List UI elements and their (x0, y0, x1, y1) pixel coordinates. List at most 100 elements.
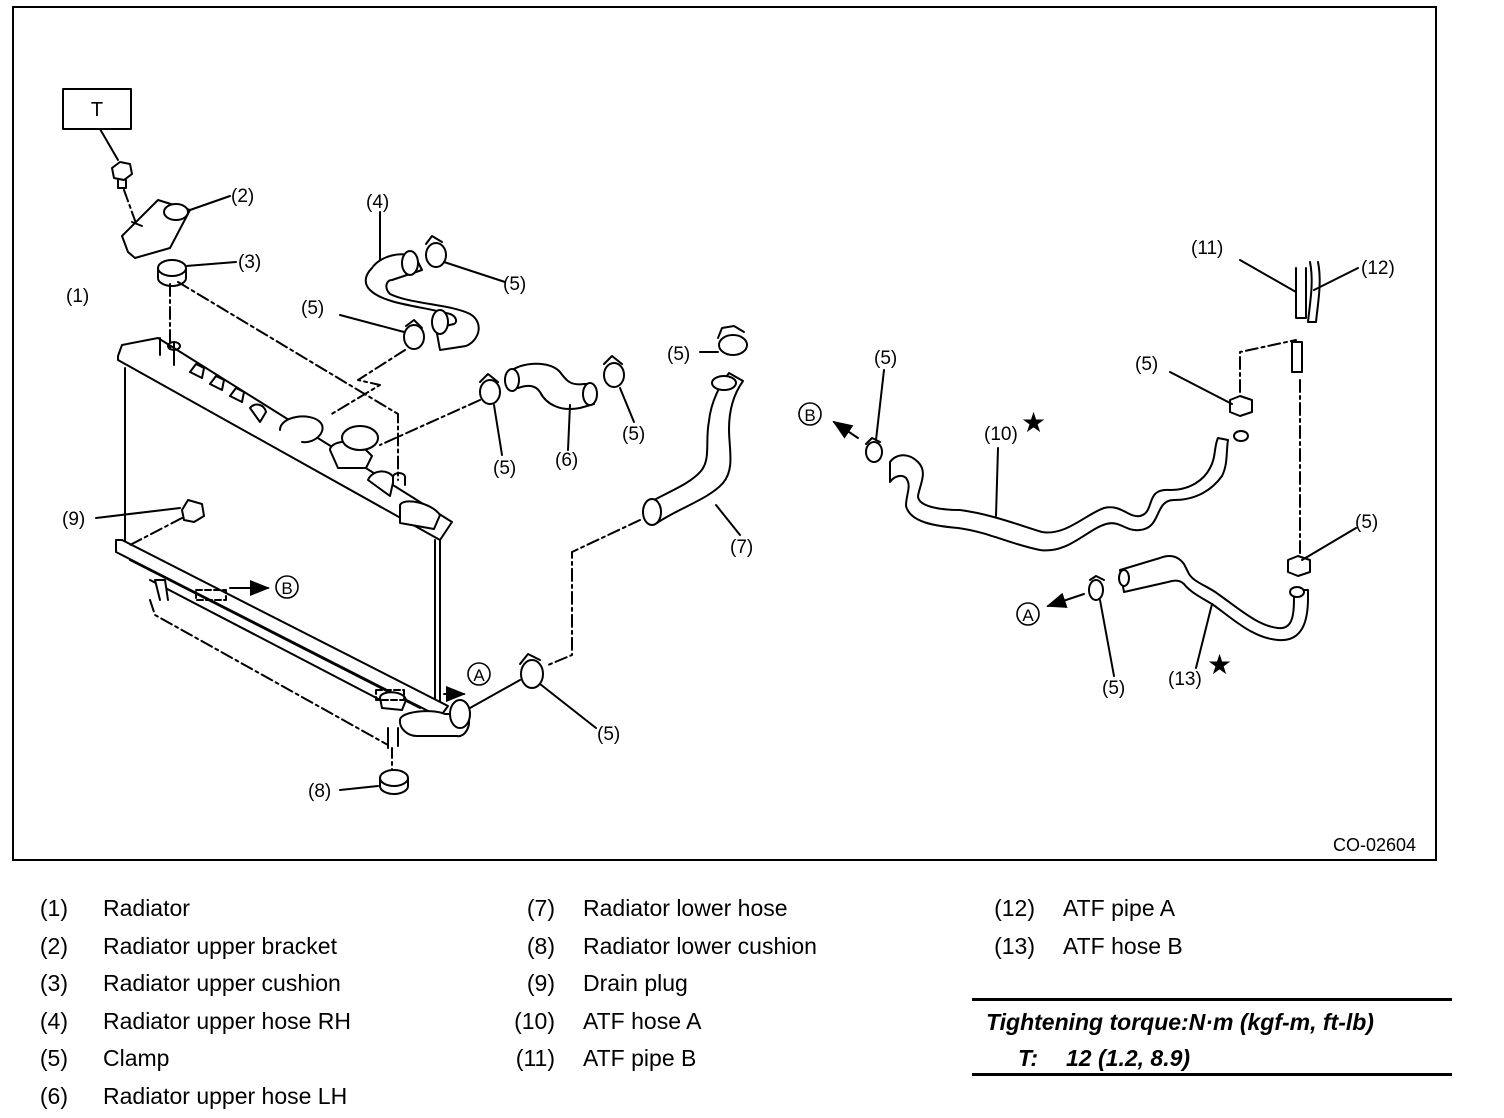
callout-13: (13) (1168, 669, 1202, 690)
legend-item: (10)ATF hose A (505, 1006, 555, 1044)
callout-5: (5) (874, 348, 897, 369)
legend-number: (3) (34, 968, 68, 998)
legend-label: Radiator upper hose LH (103, 1081, 347, 1111)
legend-item: (1)Radiator (34, 893, 68, 931)
legend-label: Radiator lower hose (583, 893, 788, 923)
legend-label: Radiator upper bracket (103, 931, 337, 961)
callout-5: (5) (493, 458, 516, 479)
legend-column-1: (1)Radiator (2)Radiator upper bracket (3… (34, 893, 68, 1118)
legend-label: ATF hose B (1063, 931, 1183, 961)
atf-hose-a (890, 431, 1248, 550)
radiator-upper-cushion (158, 260, 186, 286)
legend-number: (4) (34, 1006, 68, 1036)
legend-number: (6) (34, 1081, 68, 1111)
clamp (604, 356, 624, 387)
clamp (404, 320, 424, 349)
callout-1: (1) (66, 286, 89, 307)
legend-item: (7)Radiator lower hose (505, 893, 555, 931)
legend-number: (2) (34, 931, 68, 961)
atf-pipe-a (1308, 262, 1320, 322)
radiator-upper-bracket (122, 200, 190, 258)
connector-b-label: B (281, 579, 292, 598)
star-mark: ★ (1021, 407, 1046, 438)
callout-9: (9) (62, 509, 85, 530)
legend-item: (9)Drain plug (505, 968, 555, 1006)
callout-12: (12) (1361, 258, 1395, 279)
legend-label: ATF pipe B (583, 1043, 696, 1073)
callout-7: (7) (730, 537, 753, 558)
clamp (1089, 576, 1104, 600)
callout-5: (5) (597, 724, 620, 745)
figure-code: CO-02604 (1333, 835, 1416, 855)
legend-label: ATF hose A (583, 1006, 701, 1036)
legend-item: (12)ATF pipe A (985, 893, 1035, 931)
callout-5: (5) (667, 344, 690, 365)
radiator-lower-hose (643, 373, 743, 525)
legend-item: (3)Radiator upper cushion (34, 968, 68, 1006)
legend-number: (1) (34, 893, 68, 923)
legend-item: (4)Radiator upper hose RH (34, 1006, 68, 1044)
legend-label: Drain plug (583, 968, 688, 998)
clamp (1288, 556, 1310, 576)
exploded-view-diagram: T B A B A (1) (2) (3) (4) (5) (5) (5) (5… (0, 0, 1504, 870)
radiator-upper-hose-lh (505, 364, 597, 409)
legend-column-3: (12)ATF pipe A (13)ATF hose B (985, 893, 1035, 968)
clamp (718, 326, 747, 355)
connector-a-label: A (1022, 606, 1034, 625)
legend-label: ATF pipe A (1063, 893, 1175, 923)
star-mark: ★ (1207, 649, 1232, 680)
clamp (520, 654, 543, 688)
torque-value: 12 (1.2, 8.9) (1066, 1045, 1190, 1071)
clamp (426, 236, 446, 267)
legend-number: (12) (985, 893, 1035, 923)
connector-a-label: A (473, 666, 485, 685)
legend-number: (9) (505, 968, 555, 998)
callout-5: (5) (1355, 512, 1378, 533)
callout-8: (8) (308, 781, 331, 802)
legend-item: (11)ATF pipe B (505, 1043, 555, 1081)
drain-plug (182, 500, 204, 522)
legend-label: Clamp (103, 1043, 169, 1073)
callout-10: (10) (984, 424, 1018, 445)
callout-11: (11) (1191, 238, 1223, 259)
legend-number: (7) (505, 893, 555, 923)
legend-number: (8) (505, 931, 555, 961)
callout-5: (5) (301, 298, 324, 319)
legend-item: (8)Radiator lower cushion (505, 931, 555, 969)
torque-tag-label: T (91, 99, 103, 121)
legend-label: Radiator upper hose RH (103, 1006, 351, 1036)
clamp (1230, 396, 1252, 416)
callout-6: (6) (555, 450, 578, 471)
bracket-bolt (112, 162, 132, 188)
radiator-lower-cushion (380, 770, 408, 794)
legend-number: (11) (505, 1043, 555, 1073)
legend-item: (6)Radiator upper hose LH (34, 1081, 68, 1118)
legend-number: (5) (34, 1043, 68, 1073)
connector-b-label: B (804, 406, 815, 425)
callout-3: (3) (238, 252, 261, 273)
torque-title: Tightening torque:N·m (kgf-m, ft-lb) (986, 1009, 1374, 1036)
torque-symbol: T: (1018, 1045, 1038, 1071)
legend-column-2: (7)Radiator lower hose (8)Radiator lower… (505, 893, 555, 1081)
legend-label: Radiator upper cushion (103, 968, 341, 998)
radiator (116, 338, 470, 748)
torque-value-row: T: 12 (1.2, 8.9) (1018, 1045, 1190, 1072)
legend-number: (10) (505, 1006, 555, 1036)
legend-label: Radiator (103, 893, 190, 923)
atf-hose-b (1119, 556, 1308, 640)
clamp (866, 438, 882, 462)
torque-spec-box: Tightening torque:N·m (kgf-m, ft-lb) T: 1… (972, 998, 1452, 1076)
legend-label: Radiator lower cushion (583, 931, 817, 961)
callout-5: (5) (1102, 678, 1125, 699)
clamp (480, 374, 500, 404)
callout-4: (4) (366, 192, 389, 213)
callout-5: (5) (503, 274, 526, 295)
legend-number: (13) (985, 931, 1035, 961)
atf-pipe-b (1292, 268, 1306, 372)
callout-5: (5) (622, 424, 645, 445)
legend-item: (5)Clamp (34, 1043, 68, 1081)
callout-5: (5) (1135, 354, 1158, 375)
legend-item: (2)Radiator upper bracket (34, 931, 68, 969)
legend-item: (13)ATF hose B (985, 931, 1035, 969)
callout-2: (2) (231, 186, 254, 207)
